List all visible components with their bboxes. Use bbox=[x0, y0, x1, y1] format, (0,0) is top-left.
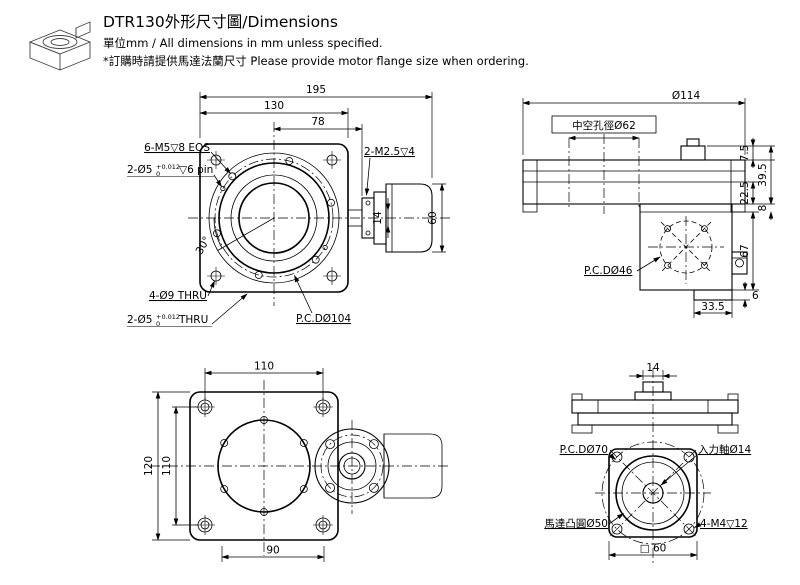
dim-67: 67 bbox=[739, 244, 751, 257]
page-title: DTR130外形尺寸圖/Dimensions bbox=[103, 13, 338, 31]
motor-view: 14 P.C.DØ70 入力軸Ø14 馬達凸圓Ø50 4-M4▽12 □ 60 bbox=[544, 362, 751, 566]
label-bore-d62: 中空孔徑Ø62 bbox=[572, 119, 636, 132]
bottom-view: 110 120 110 90 bbox=[143, 361, 448, 562]
svg-text:+0.012: +0.012 bbox=[156, 163, 180, 171]
dim-60-motor: 60 bbox=[427, 211, 439, 224]
label-2-d5-thru: 2-Ø5 +0.012 0 THRU bbox=[127, 293, 248, 328]
corner-counterbores bbox=[195, 397, 333, 535]
product-icon bbox=[28, 21, 92, 71]
dim-6: 6 bbox=[752, 290, 759, 302]
side-view: Ø114 中空孔徑Ø62 7.5 22.5 67 39.5 8 33.5 6 P… bbox=[522, 90, 775, 318]
svg-text:THRU: THRU bbox=[178, 314, 208, 326]
dim-120: 120 bbox=[143, 456, 155, 476]
dim-d114: Ø114 bbox=[672, 90, 701, 102]
front-view: 30° 195 130 78 14 60 6-M5▽8 EQS bbox=[127, 84, 452, 328]
dim-78: 78 bbox=[311, 116, 324, 128]
label-input-shaft: 入力軸Ø14 bbox=[698, 443, 751, 456]
label-4-m4: 4-M4▽12 bbox=[700, 518, 748, 530]
dim-130: 130 bbox=[264, 100, 284, 112]
dim-14-input: 14 bbox=[646, 362, 660, 374]
label-2-m25: 2-M2.5▽4 bbox=[364, 146, 415, 158]
dim-14-shaft: 14 bbox=[372, 211, 384, 225]
corner-holes bbox=[207, 151, 341, 285]
svg-text:+0.012: +0.012 bbox=[156, 313, 180, 321]
svg-text:▽6 pin: ▽6 pin bbox=[179, 164, 213, 176]
label-pcd46: P.C.DØ46 bbox=[584, 265, 633, 277]
dim-33-5: 33.5 bbox=[701, 301, 724, 313]
dim-110-top: 110 bbox=[254, 361, 274, 373]
ordering-note: *訂購時請提供馬達法蘭尺寸 Please provide motor flang… bbox=[103, 54, 529, 68]
label-pcd70: P.C.DØ70 bbox=[560, 444, 608, 456]
svg-text:0: 0 bbox=[156, 170, 160, 178]
svg-text:0: 0 bbox=[156, 320, 160, 328]
svg-text:2-Ø5: 2-Ø5 bbox=[127, 164, 152, 176]
label-4-d9: 4-Ø9 THRU bbox=[149, 290, 207, 302]
dim-195: 195 bbox=[306, 84, 326, 96]
units-note: 單位mm / All dimensions in mm unless speci… bbox=[103, 36, 383, 50]
label-2-pin: 2-Ø5 +0.012 0 ▽6 pin bbox=[127, 163, 222, 188]
dim-110-left: 110 bbox=[161, 456, 173, 476]
dim-90: 90 bbox=[266, 545, 279, 557]
motor-outline bbox=[347, 183, 433, 253]
label-6-m5: 6-M5▽8 EQS bbox=[144, 142, 210, 154]
dim-39-5: 39.5 bbox=[757, 163, 769, 186]
dim-22-5: 22.5 bbox=[739, 181, 751, 204]
svg-text:2-Ø5: 2-Ø5 bbox=[127, 314, 152, 326]
dim-8: 8 bbox=[757, 205, 769, 212]
label-pcd104: P.C.DØ104 bbox=[296, 313, 351, 325]
dim-7-5: 7.5 bbox=[739, 145, 751, 162]
angle-30-dim: 30° bbox=[194, 234, 214, 256]
label-motor-boss: 馬達凸圓Ø50 bbox=[544, 518, 608, 530]
dim-square-60: □ 60 bbox=[640, 543, 667, 555]
